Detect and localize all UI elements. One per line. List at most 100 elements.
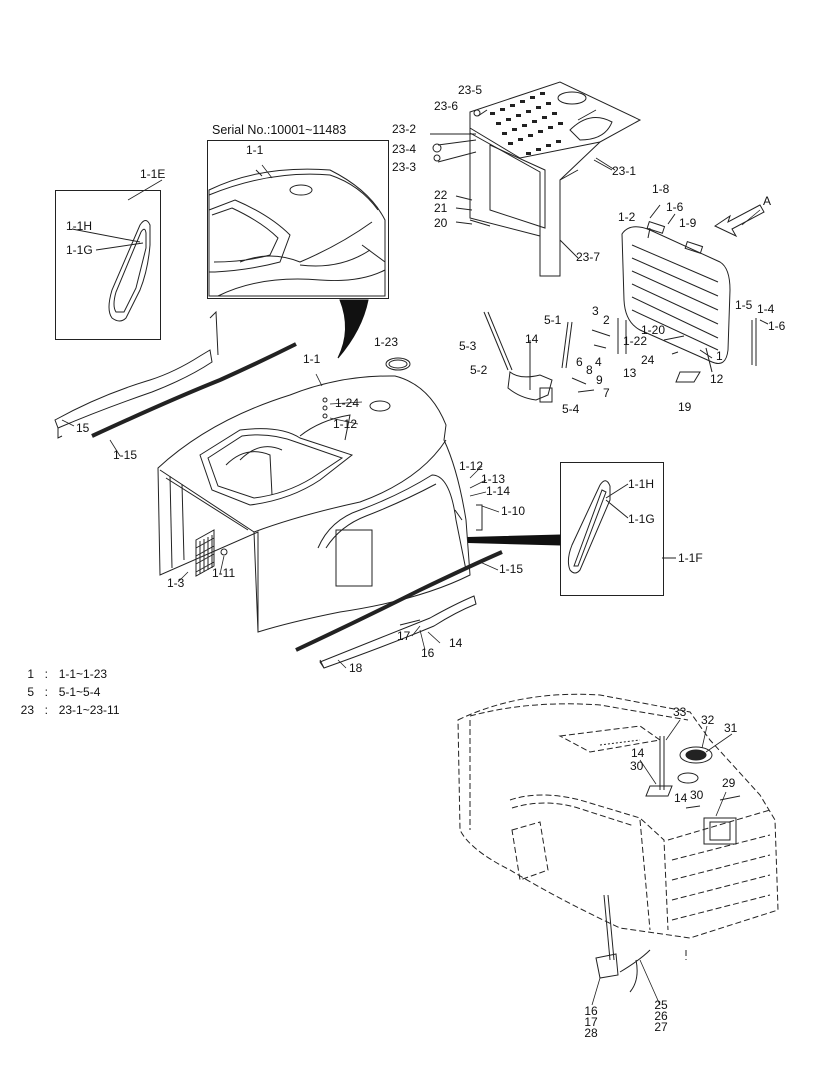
part-label: 1-1H <box>628 477 655 491</box>
part-label: 14 <box>525 332 539 346</box>
part-label: 14 <box>674 791 688 805</box>
part-label: 30 <box>690 788 704 802</box>
part-label: 1-15 <box>113 448 138 462</box>
part-label: 1-12 <box>333 417 358 431</box>
part-label: 1-13 <box>481 472 506 486</box>
part-label: 1-6 <box>768 319 786 333</box>
part-label: 1-1G <box>628 512 655 526</box>
inset-cover-detail <box>208 168 386 297</box>
frame-23 <box>430 81 642 277</box>
part-label: 5-1 <box>544 313 562 327</box>
legend-sep: : <box>44 685 49 699</box>
part-label: 30 <box>630 759 644 773</box>
part-label: 27 <box>654 1020 668 1034</box>
part-label: 12 <box>710 372 724 386</box>
part-label: 1-11 <box>212 566 236 580</box>
legend-row-2: 5 : 5-1~5-4 <box>16 685 100 699</box>
view-arrow-label: A <box>763 194 772 208</box>
inset-box-1-1e <box>55 190 161 340</box>
part-label: 8 <box>586 363 593 377</box>
part-label: 1-9 <box>679 216 697 230</box>
legend-row-1: 1 : 1-1~1-23 <box>16 667 107 681</box>
legend-sep: : <box>44 667 49 681</box>
part-label: 1-14 <box>486 484 511 498</box>
part-label: 1-22 <box>623 334 648 348</box>
part-label: 23-1 <box>612 164 637 178</box>
part-label: 1-1F <box>678 551 703 565</box>
part-label: 1-1G <box>66 243 93 257</box>
part-label: 6 <box>576 355 583 369</box>
part-label: 17 <box>397 629 411 643</box>
part-label: 16 <box>584 1004 598 1018</box>
serial-number: Serial No.:10001~11483 <box>212 123 347 137</box>
part-label: 5-4 <box>562 402 580 416</box>
part-label: 23-3 <box>392 160 417 174</box>
part-label: 1-5 <box>735 298 753 312</box>
inset-box-1-1f <box>560 462 664 596</box>
part-label: 1-23 <box>374 335 399 349</box>
part-label: 28 <box>584 1026 598 1040</box>
legend-sep: : <box>44 703 49 717</box>
part-label: 1-1E <box>140 167 166 181</box>
part-label: 1-20 <box>641 323 666 337</box>
legend-range: 1-1~1-23 <box>58 667 108 681</box>
part-label: 25 <box>654 998 668 1012</box>
part-label: 20 <box>434 216 448 230</box>
part-label: 21 <box>434 201 448 215</box>
part-label: 23-2 <box>392 122 417 136</box>
part-label: 1-8 <box>652 182 670 196</box>
part-label: 1-6 <box>666 200 684 214</box>
part-label: 33 <box>673 705 687 719</box>
legend-row-3: 23 : 23-1~23-11 <box>16 703 120 717</box>
part-label: 5-3 <box>459 339 477 353</box>
part-label: 7 <box>603 386 610 400</box>
part-label: 1-15 <box>499 562 524 576</box>
part-label: 5-2 <box>470 363 488 377</box>
part-label: 1-10 <box>501 504 526 518</box>
part-label: 26 <box>654 1009 668 1023</box>
part-label: 23-7 <box>576 250 601 264</box>
part-label: 17 <box>584 1015 598 1029</box>
part-label: 14 <box>631 746 645 760</box>
part-label: 23-6 <box>434 99 459 113</box>
legend-range: 5-1~5-4 <box>58 685 101 699</box>
part-label: 1-12 <box>459 459 484 473</box>
part-label: 23-5 <box>458 83 483 97</box>
part-label: 9 <box>596 373 603 387</box>
leader-lines <box>61 109 761 1006</box>
inset-window-left <box>71 220 151 322</box>
part-label: 3 <box>592 304 599 318</box>
legend-key: 5 <box>27 685 34 699</box>
part-label: 19 <box>678 400 692 414</box>
latch-parts <box>483 311 713 403</box>
part-label: 13 <box>623 366 637 380</box>
part-label: 18 <box>349 661 363 675</box>
part-label: 1-3 <box>167 576 185 590</box>
part-label: 24 <box>641 353 655 367</box>
part-label: 1 <box>716 349 723 363</box>
part-label: 1-2 <box>618 210 636 224</box>
part-label: 16 <box>421 646 435 660</box>
part-label: 14 <box>449 636 463 650</box>
part-label: 32 <box>701 713 715 727</box>
inset-window-right <box>567 480 676 574</box>
part-label: 1-1 <box>246 143 264 157</box>
trim-strips <box>54 310 503 669</box>
part-label: 1-24 <box>335 396 360 410</box>
legend-range: 23-1~23-11 <box>58 703 120 717</box>
part-label: 31 <box>724 721 738 735</box>
grille-door <box>621 204 769 366</box>
part-label: 22 <box>434 188 448 202</box>
part-label: 29 <box>722 776 736 790</box>
legend-key: 23 <box>20 703 34 717</box>
assembled-view <box>457 693 779 960</box>
assembled-details <box>595 736 741 993</box>
part-label: 15 <box>76 421 90 435</box>
main-cover <box>157 375 483 633</box>
part-label: 1-1 <box>303 352 321 366</box>
legend-key: 1 <box>27 667 34 681</box>
part-label: 1-4 <box>757 302 775 316</box>
part-label: 23-4 <box>392 142 417 156</box>
